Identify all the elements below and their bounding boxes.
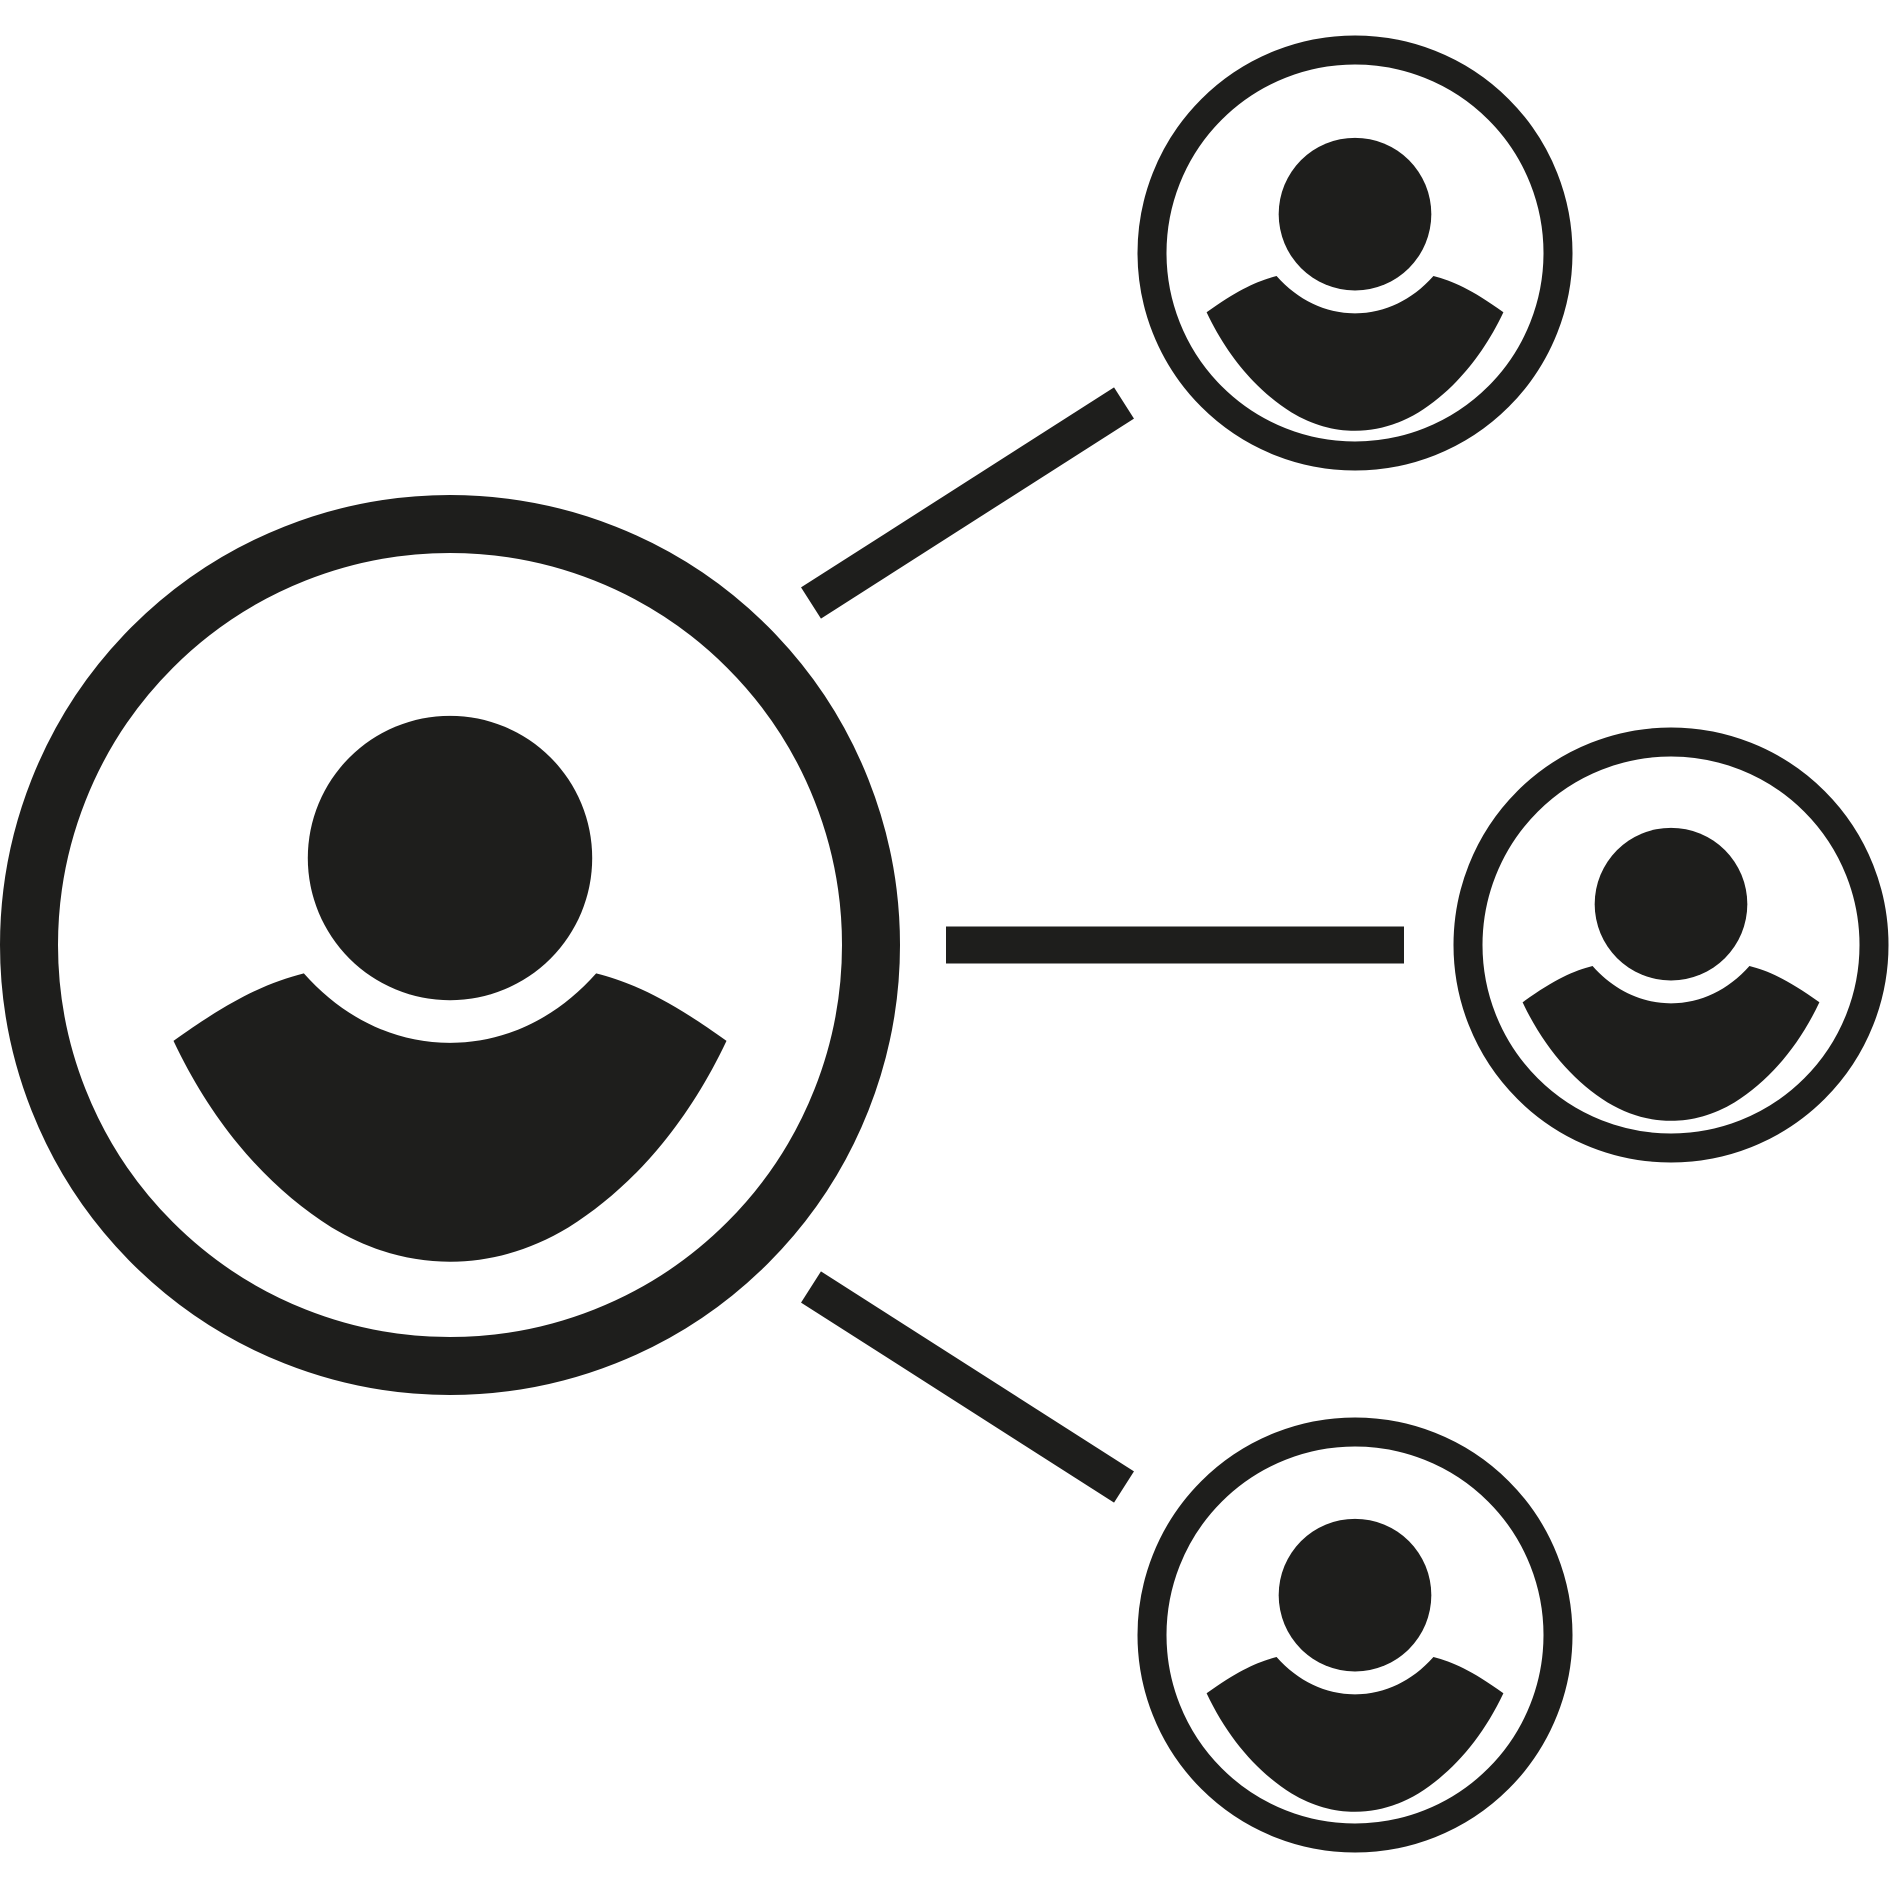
middle-right-user-node [1453,727,1889,1163]
connector-top [801,387,1134,619]
central-user-node [0,495,900,1395]
connector-bottom [801,1271,1134,1503]
top-right-user-node [1137,35,1573,471]
bottom-right-user-node [1137,1417,1573,1853]
